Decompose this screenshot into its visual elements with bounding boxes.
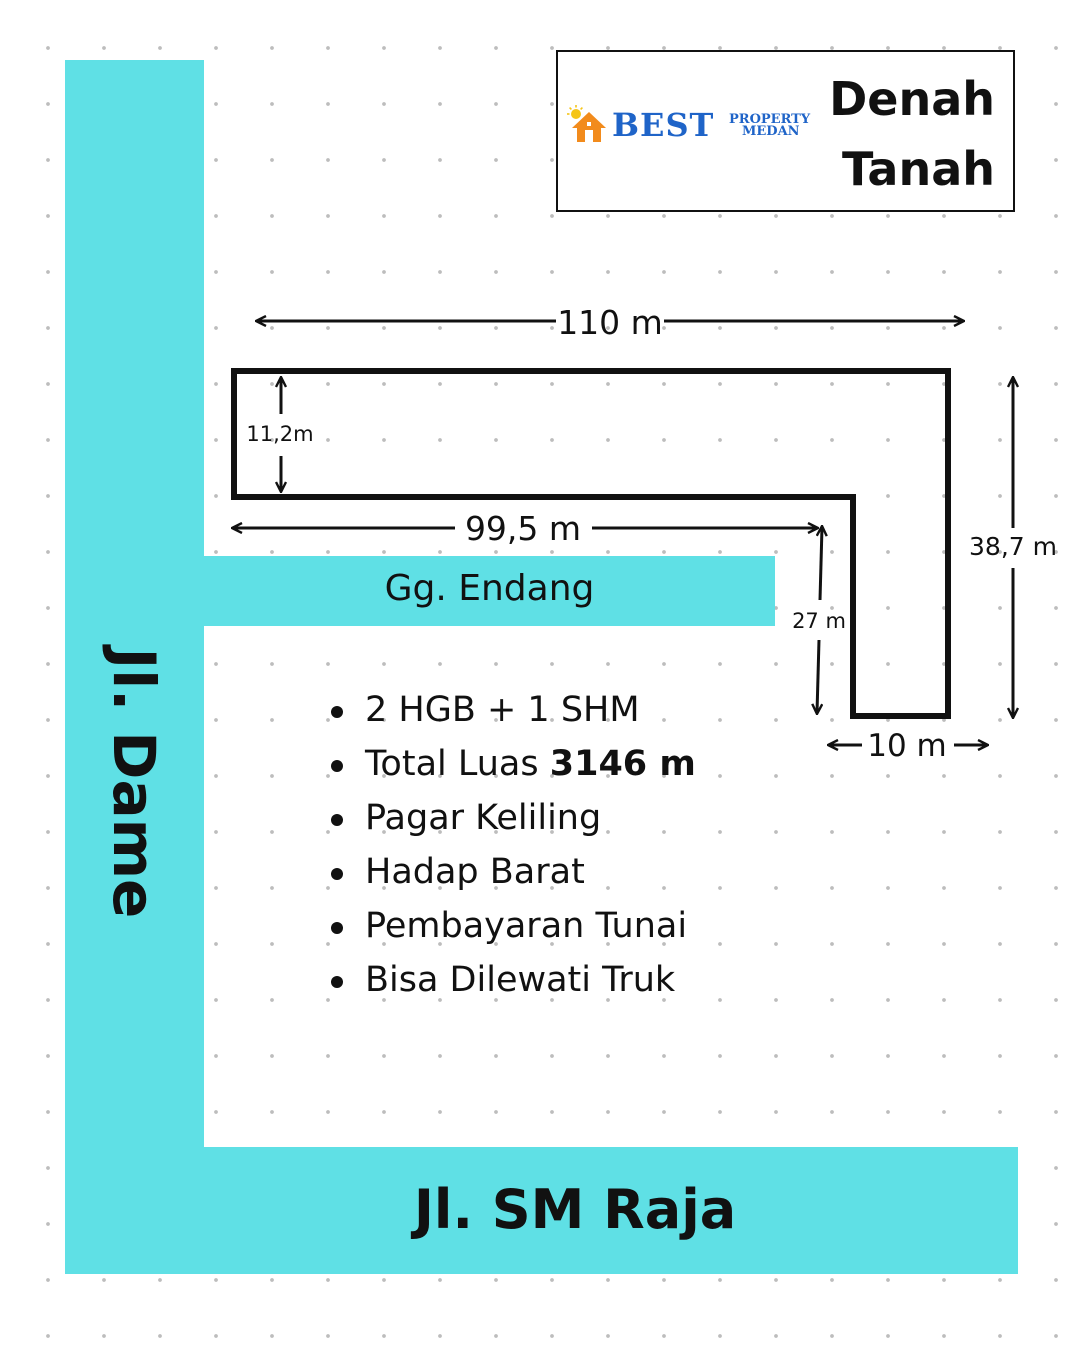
feature-item: Bisa Dilewati Truk [325,953,696,1007]
gg-endang-label: Gg. Endang [384,568,595,609]
dim-right-height-label: 38,7 m [969,532,1057,561]
dim-inner-height: 27 m [792,527,846,713]
company-logo: BEST PROPERTY MEDAN [566,104,810,144]
dim-top-width: 110 m [257,303,963,342]
dim-top-width-label: 110 m [557,303,663,342]
land-outline [231,368,951,719]
dim-lower-width-label: 99,5 m [465,509,581,548]
feature-item: 2 HGB + 1 SHM [325,683,696,737]
feature-item: Pagar Keliling [325,791,696,845]
dim-lower-width: 99,5 m [233,509,817,548]
jl-sm-raja-label: Jl. SM Raja [413,1178,737,1241]
dim-top-depth: 11,2m [246,378,314,491]
road-jl-sm-raja [65,1147,1018,1274]
total-area-value: 3146 m [549,744,696,784]
logo-sub-medan: MEDAN [742,124,800,139]
title-box: BEST PROPERTY MEDAN Denah Tanah [556,50,1015,212]
dim-inner-height-label: 27 m [792,609,846,633]
feature-item: Hadap Barat [325,845,696,899]
title-line-1: Denah [829,72,995,126]
dim-bottom-width: 10 m [829,728,987,764]
road-jl-dame [65,60,204,1273]
feature-item: Pembayaran Tunai [325,899,696,953]
dim-bottom-width-label: 10 m [867,728,947,764]
road-gg-endang [204,556,775,626]
logo-sub-property: PROPERTY [729,112,811,127]
title-line-2: Tanah [841,142,995,196]
feature-item: Total Luas 3146 m [325,737,696,791]
dim-top-depth-label: 11,2m [246,422,313,446]
logo-brand-text: BEST [612,106,715,144]
features-list: 2 HGB + 1 SHM Total Luas 3146 m Pagar Ke… [325,683,696,1007]
house-sun-icon [567,105,606,142]
dim-right-height: 38,7 m [969,378,1057,717]
